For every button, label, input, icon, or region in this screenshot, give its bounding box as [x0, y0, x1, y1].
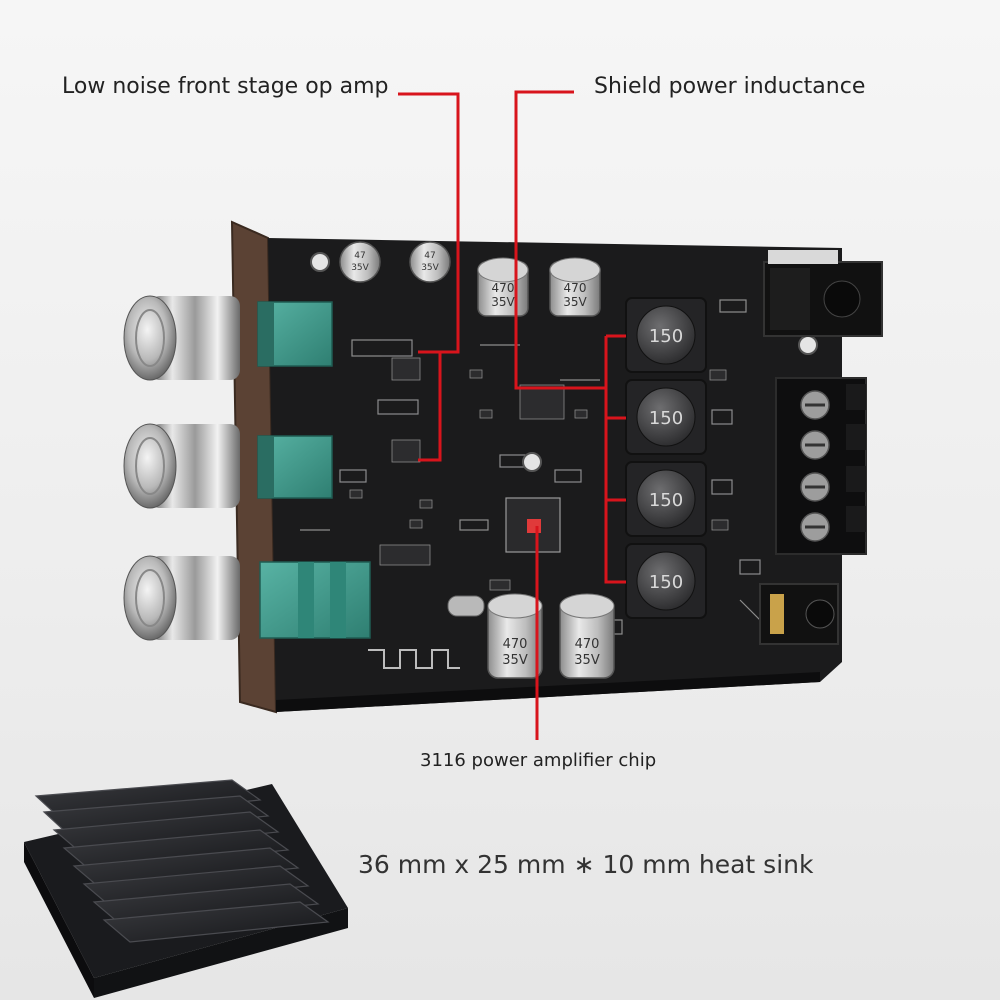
svg-text:150: 150 [649, 572, 683, 593]
mounting-hole [798, 335, 818, 355]
svg-text:47: 47 [354, 251, 365, 261]
large-capacitor-top-right: 470 35V [549, 257, 601, 317]
power-inductor-4: 150 [625, 543, 707, 619]
svg-text:470: 470 [503, 637, 528, 652]
treble-knob [123, 423, 240, 509]
callout-op-amp [398, 92, 460, 354]
screw-terminal-block [775, 377, 867, 555]
large-capacitor-top-left: 470 35V [477, 257, 529, 317]
crystal-oscillator [447, 595, 485, 617]
large-capacitor-bottom-right: 470 35V [559, 593, 615, 679]
svg-text:35V: 35V [563, 295, 587, 309]
svg-text:150: 150 [649, 326, 683, 347]
svg-text:470: 470 [575, 637, 600, 652]
antenna-trace [368, 649, 460, 669]
svg-text:470: 470 [492, 281, 515, 295]
volume-knob [123, 295, 240, 381]
power-inductor-2: 150 [625, 379, 707, 455]
amplifier-board: 47 35V 47 35V 470 35V 470 35V 470 35V [123, 220, 883, 714]
dc-power-jack [763, 250, 883, 337]
callout-label-inductance: Shield power inductance [594, 74, 866, 99]
potentiometer-1 [257, 301, 333, 367]
potentiometer-3 [259, 561, 371, 639]
small-capacitor-1: 47 35V [339, 241, 381, 283]
small-capacitor-2: 47 35V [409, 241, 451, 283]
callout-label-heat-sink: 36 mm x 25 mm ∗ 10 mm heat sink [358, 850, 814, 879]
power-inductor-3: 150 [625, 461, 707, 537]
audio-jack [759, 583, 839, 645]
svg-text:47: 47 [424, 251, 435, 261]
mounting-hole [522, 452, 542, 472]
svg-text:35V: 35V [502, 653, 528, 668]
callout-label-chip: 3116 power amplifier chip [420, 750, 657, 771]
callout-lines [398, 90, 626, 740]
svg-text:35V: 35V [421, 263, 439, 273]
svg-text:35V: 35V [351, 263, 369, 273]
svg-text:470: 470 [564, 281, 587, 295]
heat-sink [24, 779, 348, 998]
bass-knob [123, 555, 240, 641]
callout-inductance [514, 90, 606, 390]
callout-label-op-amp: Low noise front stage op amp [62, 74, 389, 99]
svg-text:150: 150 [649, 490, 683, 511]
mounting-hole [310, 252, 330, 272]
large-capacitor-bottom-left: 470 35V [487, 593, 543, 679]
svg-text:35V: 35V [491, 295, 515, 309]
smd-components [349, 357, 729, 591]
callout-op-amp-branch [418, 350, 458, 462]
power-inductor-1: 150 [625, 297, 707, 373]
potentiometer-2 [257, 435, 333, 499]
svg-text:150: 150 [649, 408, 683, 429]
svg-text:35V: 35V [574, 653, 600, 668]
